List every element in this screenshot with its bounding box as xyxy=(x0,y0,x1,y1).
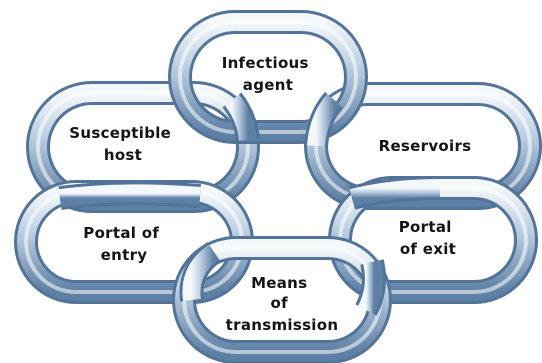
interlock-segment xyxy=(349,179,441,207)
interlock-segment xyxy=(307,94,341,147)
link-infectious-agent: Infectious agent xyxy=(168,10,368,144)
interlock-segment xyxy=(224,94,257,142)
interlock-segment xyxy=(357,259,383,315)
portal-of-exit-label: Portal of exit xyxy=(399,218,457,258)
susceptible-host-label: Susceptible host xyxy=(69,124,176,164)
infectious-agent-label: Infectious agent xyxy=(222,54,315,94)
interlock-segment xyxy=(182,244,220,302)
reservoirs-label: Reservoirs xyxy=(379,137,472,155)
interlock-segment xyxy=(58,184,201,207)
portal-of-entry-label: Portal of entry xyxy=(83,224,164,264)
means-of-transmission-label: Means of transmission xyxy=(226,274,339,334)
